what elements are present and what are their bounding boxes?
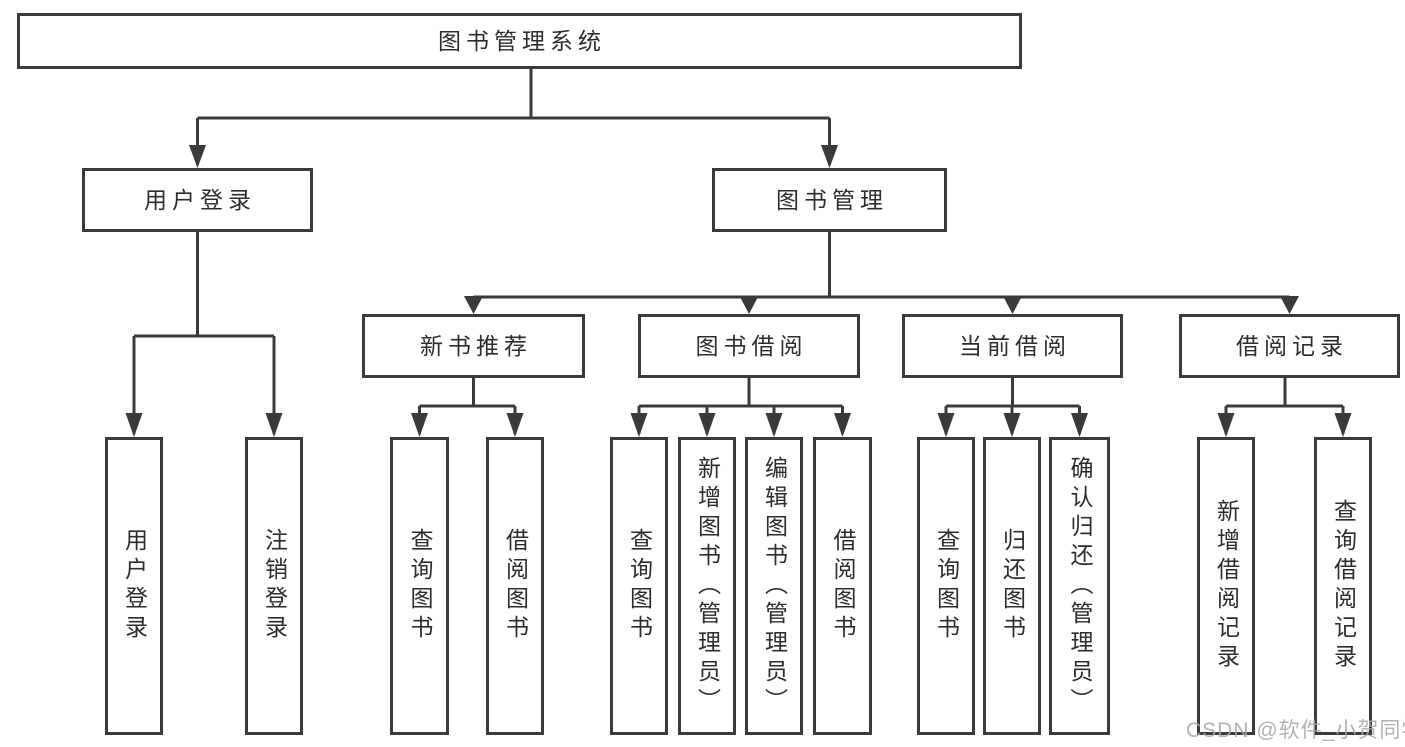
leaf-query-books-borrow: 查询图书 — [610, 437, 668, 735]
leaf-query-borrow-record-label: 查询借阅记录 — [1330, 499, 1357, 673]
leaf-add-borrow-record-label: 新增借阅记录 — [1213, 499, 1240, 673]
leaf-confirm-return-admin-label: 确认归还（管理员） — [1067, 455, 1093, 717]
leaf-query-books-recommend: 查询图书 — [390, 437, 449, 735]
node-book-borrow: 图书借阅 — [638, 314, 860, 378]
leaf-query-books-current: 查询图书 — [917, 437, 975, 735]
node-new-book-recommend-label: 新书推荐 — [420, 332, 532, 359]
node-current-borrow: 当前借阅 — [902, 314, 1123, 378]
connector-bookmgmt-to-level3 — [464, 232, 1299, 314]
leaf-confirm-return-admin: 确认归还（管理员） — [1049, 437, 1110, 735]
connector-login-to-leaves — [125, 232, 283, 437]
node-user-login: 用户登录 — [82, 168, 313, 232]
leaf-edit-book-admin: 编辑图书（管理员） — [745, 437, 803, 735]
node-borrow-records: 借阅记录 — [1179, 314, 1400, 378]
leaf-borrow-books-borrow-label: 借阅图书 — [830, 528, 856, 644]
leaf-borrow-books-recommend: 借阅图书 — [486, 437, 544, 735]
csdn-watermark: CSDN @软件_小贺同学 — [1186, 719, 1405, 742]
connector-newbook-to-leaves — [411, 378, 524, 437]
node-borrow-records-label: 借阅记录 — [1236, 332, 1348, 359]
leaf-borrow-books-recommend-label: 借阅图书 — [502, 528, 529, 644]
leaf-query-borrow-record: 查询借阅记录 — [1314, 437, 1372, 735]
node-book-management: 图书管理 — [712, 168, 947, 232]
connector-root-to-level2 — [189, 68, 838, 168]
node-current-borrow-label: 当前借阅 — [959, 332, 1071, 359]
node-library-system-label: 图书管理系统 — [438, 27, 606, 54]
leaf-edit-book-admin-label: 编辑图书（管理员） — [761, 455, 788, 717]
leaf-logout: 注销登录 — [245, 437, 303, 735]
leaf-query-books-current-label: 查询图书 — [933, 528, 960, 644]
leaf-logout-label: 注销登录 — [261, 528, 288, 644]
node-book-borrow-label: 图书借阅 — [695, 332, 808, 359]
leaf-add-book-admin-label: 新增图书（管理员） — [694, 455, 721, 717]
leaf-add-book-admin: 新增图书（管理员） — [678, 437, 736, 735]
connector-current-to-leaves — [937, 378, 1088, 437]
leaf-user-login-label: 用户登录 — [121, 528, 148, 644]
leaf-user-login: 用户登录 — [105, 437, 163, 735]
leaf-return-books: 归还图书 — [983, 437, 1041, 735]
leaf-add-borrow-record: 新增借阅记录 — [1197, 437, 1255, 735]
node-book-management-label: 图书管理 — [776, 186, 888, 213]
leaf-return-books-label: 归还图书 — [999, 528, 1026, 644]
leaf-query-books-borrow-label: 查询图书 — [626, 528, 653, 644]
leaf-query-books-recommend-label: 查询图书 — [407, 528, 433, 644]
connector-records-to-leaves — [1217, 378, 1352, 437]
node-user-login-label: 用户登录 — [144, 186, 256, 213]
node-new-book-recommend: 新书推荐 — [362, 314, 585, 378]
node-library-system: 图书管理系统 — [17, 13, 1022, 69]
connector-borrow-to-leaves — [630, 378, 851, 437]
leaf-borrow-books-borrow: 借阅图书 — [813, 437, 872, 735]
